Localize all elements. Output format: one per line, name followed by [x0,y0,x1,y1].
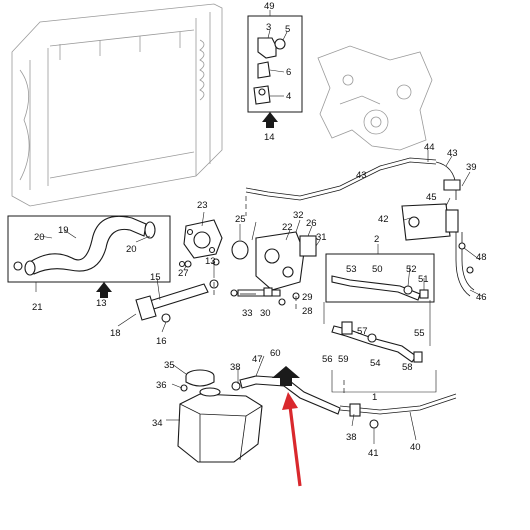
clamp-30 [263,287,273,297]
callout-2: 2 [374,234,379,245]
callout-23: 23 [197,200,208,211]
callout-50: 50 [372,264,383,275]
callout-43a: 43 [356,170,367,181]
engine-block-outline [317,45,433,151]
callout-20a: 20 [34,232,45,243]
callout-28: 28 [302,306,313,317]
callout-45: 45 [426,192,437,203]
callout-46: 46 [476,292,487,303]
callout-35: 35 [164,360,175,371]
red-indicator-arrow [282,392,302,487]
callout-33: 33 [242,308,253,319]
callout-13: 13 [96,298,107,309]
surge-tank-34 [177,387,263,463]
callout-15: 15 [150,272,161,283]
callout-24: 13 [205,256,216,267]
view-arrow-13 [96,282,112,298]
callout-21: 21 [32,302,43,313]
bolt-27 [178,260,186,268]
callout-18: 18 [110,328,121,339]
callout-59: 59 [338,354,349,365]
heater-core-42 [401,179,461,241]
view-arrow-60 [272,366,300,386]
callout-38b: 38 [346,432,357,443]
callout-53: 53 [346,264,357,275]
heater-hose-43 [245,157,437,197]
callout-60: 60 [270,348,281,359]
callout-56: 56 [322,354,333,365]
callout-36: 36 [156,380,167,391]
detail-box-14 [247,15,303,113]
thermostat-housing-23 [183,219,249,268]
hose-46 [455,232,471,297]
callout-51: 51 [418,274,429,285]
callout-48: 48 [476,252,487,263]
callout-6: 6 [286,67,291,78]
callout-14: 14 [264,132,275,143]
leader-lines [35,10,483,444]
callout-19: 19 [58,225,69,236]
bypass-pipe-15 [135,279,219,323]
callout-3: 3 [266,22,271,33]
pressure-cap-35 [185,369,215,387]
callout-42: 42 [378,214,389,225]
callout-55: 55 [414,328,425,339]
callout-30: 30 [260,308,271,319]
callout-4: 4 [286,91,291,102]
callout-43b: 43 [447,148,458,159]
bracket-1 [331,370,437,393]
callout-54: 54 [370,358,381,369]
callout-38a: 38 [230,362,241,373]
callout-29: 29 [302,292,313,303]
callout-20b: 20 [126,244,137,255]
hose-assembly-54 [331,321,423,363]
callout-57: 57 [357,326,368,337]
callout-39: 39 [466,162,477,173]
callout-58: 58 [402,362,413,373]
callout-labels: 49 3 5 6 4 14 19 20 20 21 13 15 16 18 23… [32,1,487,459]
callout-27: 27 [178,268,189,279]
callout-52: 52 [406,264,417,275]
upper-hose-19 [13,215,156,276]
callout-1: 1 [372,392,377,403]
callout-40: 40 [410,442,421,453]
callout-31: 31 [316,232,327,243]
bolt-36 [180,384,188,392]
detail-box-13 [7,215,171,283]
callout-22: 22 [282,222,293,233]
callout-32: 32 [293,210,304,221]
detail-box-2 [325,253,435,303]
water-outlet-22 [230,231,317,300]
hose-assembly-50 [331,275,429,301]
callout-34: 34 [152,418,163,429]
radiator-outline [11,3,223,207]
callout-44: 44 [424,142,435,153]
callout-5: 5 [285,24,290,35]
callout-41: 41 [368,448,379,459]
callout-49: 49 [264,1,275,12]
detail-14-parts [253,29,288,105]
callout-26: 26 [306,218,317,229]
callout-25: 25 [235,214,246,225]
callout-47: 47 [252,354,263,365]
callout-16: 16 [156,336,167,347]
view-arrow-14 [262,112,278,128]
seal-28 [278,298,286,306]
